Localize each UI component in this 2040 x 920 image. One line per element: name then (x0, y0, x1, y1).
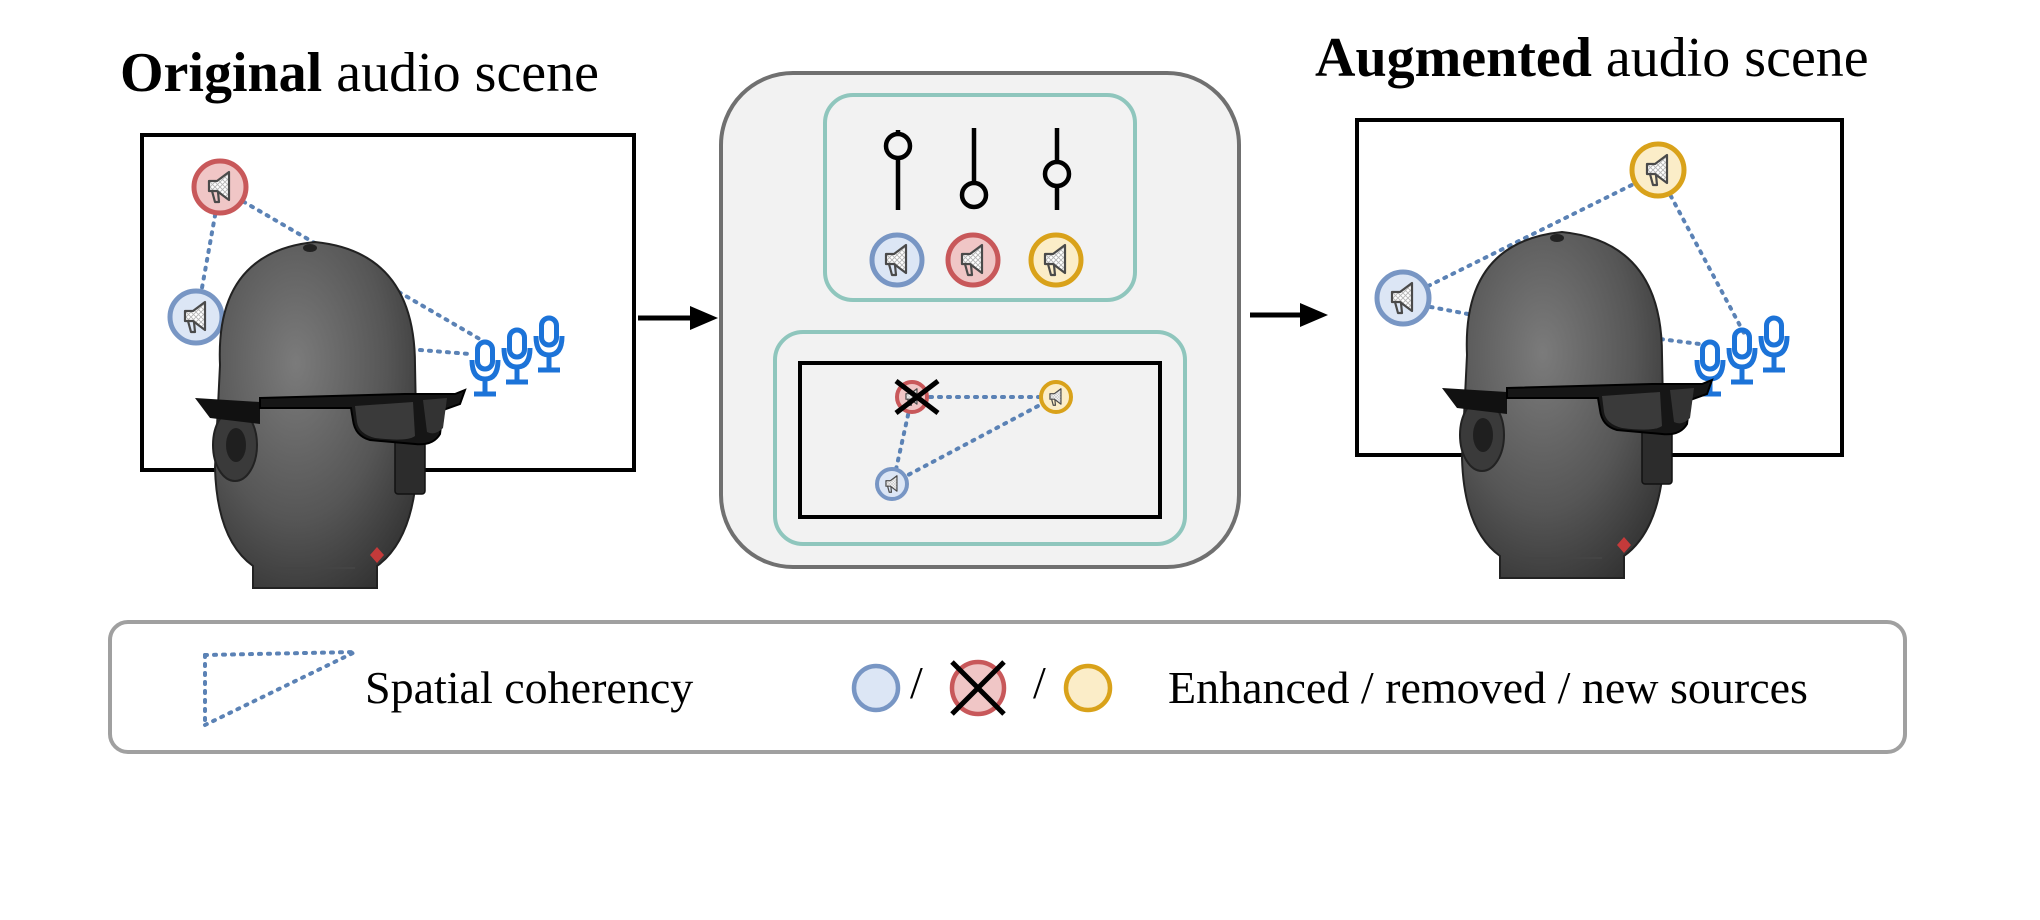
slider-icon-blue (883, 130, 913, 210)
legend-new-icon (1063, 663, 1113, 713)
slider-icon-yellow (1042, 128, 1072, 210)
original-blue-speaker-icon (167, 288, 225, 346)
original-red-speaker-icon (191, 158, 249, 216)
legend-sources-label: Enhanced / removed / new sources (1168, 662, 1808, 713)
center-blue-speaker-icon (875, 467, 909, 501)
mixer-blue-speaker-icon (869, 232, 925, 288)
augmented-blue-speaker-icon (1374, 269, 1432, 327)
arrow-right-icon-2 (1250, 303, 1328, 327)
legend-box (108, 620, 1907, 754)
legend-separator-2: / (1033, 657, 1046, 708)
spatial-map-frame (798, 361, 1162, 519)
title-augmented-bold: Augmented (1315, 27, 1592, 89)
legend-spatial-icon (203, 650, 357, 727)
legend-removed-icon (949, 659, 1007, 717)
legend-separator: / (910, 657, 923, 708)
title-original-rest: audio scene (322, 42, 600, 104)
mixer-red-speaker-icon (945, 232, 1001, 288)
cross-icon (894, 379, 940, 415)
center-yellow-speaker-icon (1039, 380, 1073, 414)
mixer-yellow-speaker-icon (1028, 232, 1084, 288)
title-augmented: Augmented audio scene (1315, 30, 1869, 86)
slider-icon-red (959, 128, 989, 210)
augmented-yellow-speaker-icon (1629, 141, 1687, 199)
title-original-bold: Original (120, 42, 323, 104)
legend-spatial-label: Spatial coherency (365, 662, 694, 713)
arrow-right-icon (638, 306, 718, 330)
title-original: Original audio scene (120, 45, 599, 101)
legend-enhanced-icon (851, 663, 901, 713)
title-augmented-rest: audio scene (1591, 27, 1869, 89)
